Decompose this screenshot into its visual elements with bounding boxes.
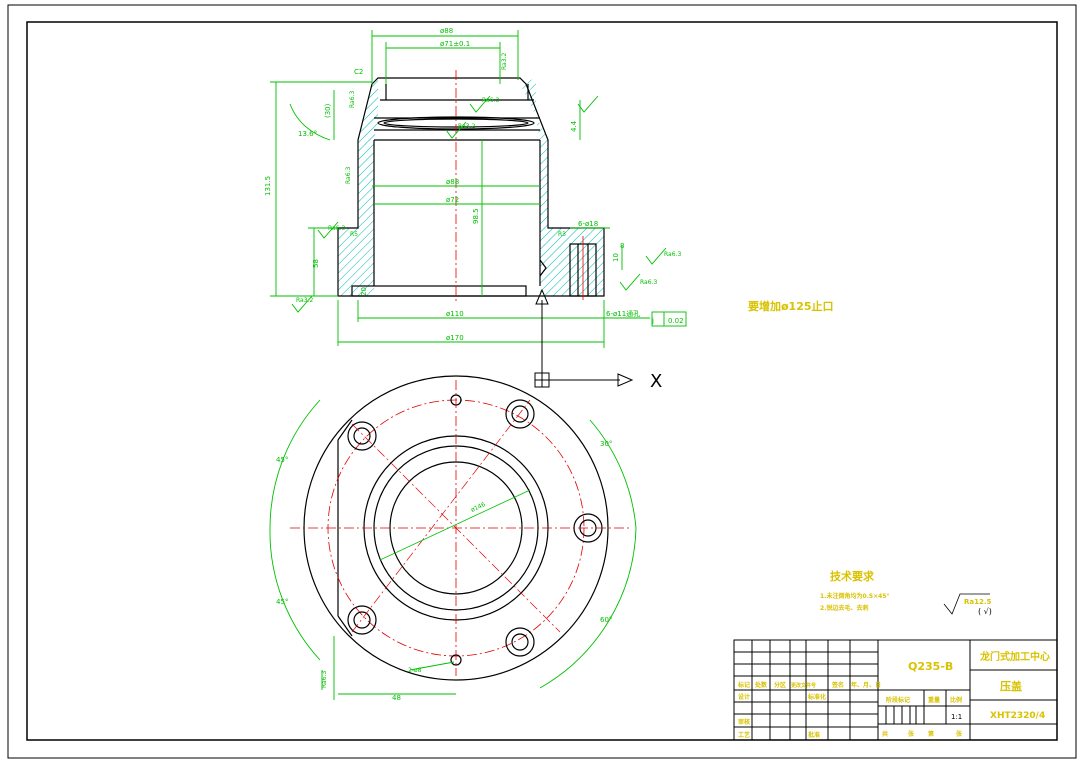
dim-angle-45a: 45° (276, 456, 288, 464)
tb-approve: 批准 (808, 731, 820, 739)
roughness-9: Ra6.3 (345, 167, 352, 184)
general-roughness-value: Ra12.5 (964, 598, 992, 606)
dim-angle-60: 60° (600, 616, 612, 624)
dim-r5: R5 (350, 231, 358, 238)
tb-ratio: 比例 (950, 696, 962, 704)
roughness-3: Ra3.2 (296, 297, 313, 304)
dim-height-20: 20 (360, 287, 368, 296)
dim-30: (30) (324, 103, 332, 118)
tb-header-3: 分区 (774, 681, 786, 689)
dim-angle-13: 13.6° (298, 130, 317, 138)
tb-stage-mark: 阶段标记 (886, 696, 910, 704)
general-roughness-icon (943, 593, 990, 615)
dim-ra-vertical: Ra6.3 (321, 671, 328, 688)
dim-bottom-hole: 2-ø8 (408, 667, 422, 674)
tb-header-4: 更改文件号 (791, 682, 816, 689)
tb-design: 设计 (738, 693, 750, 701)
tolerance-value: 0.02 (668, 317, 684, 325)
dim-8: 8 (620, 242, 624, 250)
tb-scale: 1:1 (951, 713, 962, 721)
tb-page-label: 第 (927, 730, 934, 738)
roughness-7: Ra3.2 (501, 53, 508, 70)
tb-sheet2: 张 (956, 730, 963, 738)
roughness-2: Ra3.2 (458, 123, 475, 130)
dim-bolt-circle: ø146 (470, 501, 487, 514)
tb-process: 工艺 (738, 731, 750, 739)
dim-bottom-110: ø110 (446, 310, 464, 318)
dim-boss-holes: 6-ø18 (578, 220, 598, 228)
roughness-5: Ra6.3 (664, 251, 681, 258)
tb-header-6: 年、月、日 (851, 681, 881, 689)
dim-inner-bore: ø88 (446, 178, 459, 186)
tb-weight: 重量 (928, 696, 940, 704)
title-block (733, 639, 1058, 741)
dim-angle-30a: 30° (600, 440, 612, 448)
outer-border (7, 4, 1077, 759)
tb-standardize: 标准化 (807, 693, 826, 701)
axis-x-label: X (650, 371, 662, 392)
plan-view (269, 375, 637, 700)
tb-sheet: 张 (908, 730, 915, 738)
tb-header-1: 标记 (737, 681, 750, 689)
tech-req-title: 技术要求 (830, 569, 875, 583)
dim-height-98: 98.5 (472, 208, 480, 224)
section-view (270, 30, 687, 388)
dim-top-inner: ø71±0.1 (440, 40, 470, 48)
roughness-4: Ra6.3 (328, 225, 345, 232)
tb-material: Q235-B (908, 660, 953, 673)
dim-inner-bore2: ø72 (446, 196, 459, 204)
tb-total: 共 (882, 730, 888, 738)
dim-top-width: ø88 (440, 27, 453, 35)
tb-header-2: 处数 (754, 681, 768, 689)
dim-10: 10 (612, 253, 620, 262)
dim-4: 4.4 (570, 120, 578, 132)
tb-review: 审核 (738, 718, 750, 726)
tb-drawing-no: XHT2320/4 (990, 711, 1045, 721)
roughness-6: Ra6.3 (640, 279, 657, 286)
inner-border (26, 21, 1058, 741)
dim-chamfer: C2 (354, 68, 363, 76)
roughness-1: Ra6.3 (482, 97, 499, 104)
dim-angle-45b: 45° (276, 598, 288, 606)
dim-total-height: 131.5 (264, 176, 272, 196)
tech-req-line2: 2.锐边去毛、去刺 (820, 604, 868, 612)
note-text: 要增加ø125止口 (748, 299, 834, 313)
dim-bottom-170: ø170 (446, 334, 464, 342)
tech-req-line1: 1.未注倒角均为0.5×45° (820, 592, 889, 600)
roughness-8: Ra6.3 (349, 91, 356, 108)
tb-company: 龙门式加工中心 (979, 650, 1050, 663)
dim-boss-thread: 6-ø11通孔 (606, 309, 640, 318)
tolerance-symbol: j (651, 317, 654, 325)
tb-header-5: 签名 (831, 681, 844, 689)
general-roughness-paren: ( √) (978, 607, 992, 616)
dim-bottom-48: 48 (392, 694, 401, 702)
dim-height-58: 58 (312, 259, 320, 268)
tb-part-name: 压盖 (1000, 679, 1022, 693)
dim-r3: R3 (558, 231, 566, 238)
